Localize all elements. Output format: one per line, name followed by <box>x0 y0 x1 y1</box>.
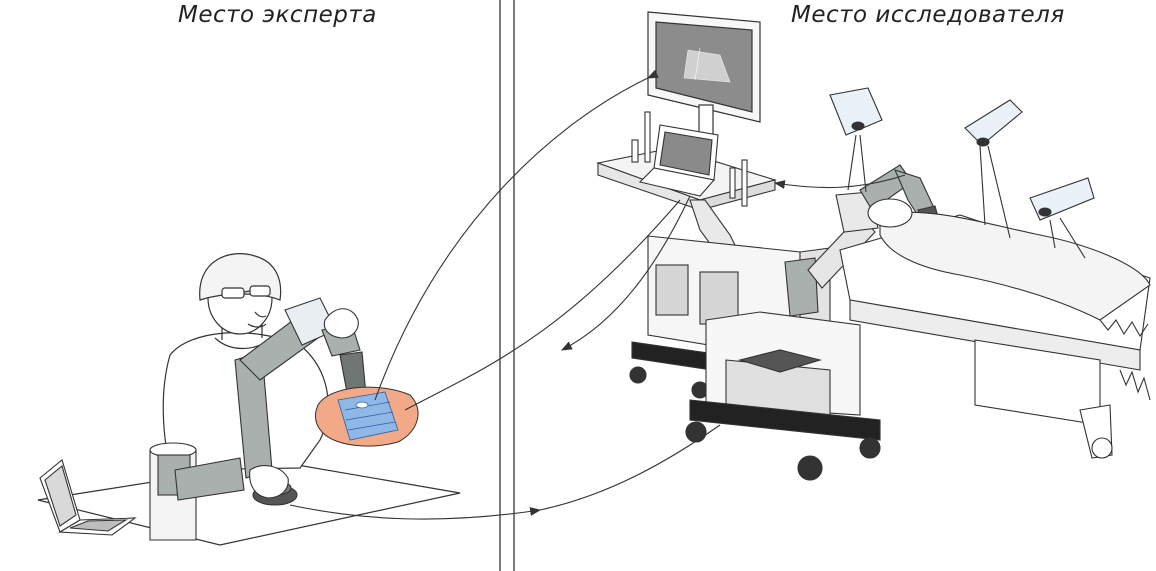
path-robot-to-cart <box>561 195 691 351</box>
researcher-robot-cart <box>685 311 881 481</box>
tracking-camera-3 <box>1029 177 1095 259</box>
path-video-to-expert <box>374 69 659 401</box>
researcher-site-label: Место исследователя <box>791 2 1065 28</box>
path-scan-to-cart <box>404 199 681 411</box>
signal-paths <box>289 69 906 520</box>
tracking-camera-1 <box>829 87 883 193</box>
path-camera-to-shelf <box>773 174 906 189</box>
researcher-laptop <box>638 124 719 197</box>
site-separator <box>499 0 515 571</box>
expert-laptop <box>39 459 137 536</box>
path-robot-return <box>539 424 721 511</box>
ultrasound-monitor <box>647 11 761 138</box>
tracking-camera-2 <box>964 99 1023 239</box>
virtual-scan-region <box>314 386 419 447</box>
expert-site-label: Место эксперта <box>178 2 377 28</box>
glasses-icon <box>221 285 271 299</box>
path-knob-to-robot <box>289 504 542 520</box>
expert-haptic-robot <box>149 297 367 541</box>
patient-bed <box>839 198 1151 459</box>
